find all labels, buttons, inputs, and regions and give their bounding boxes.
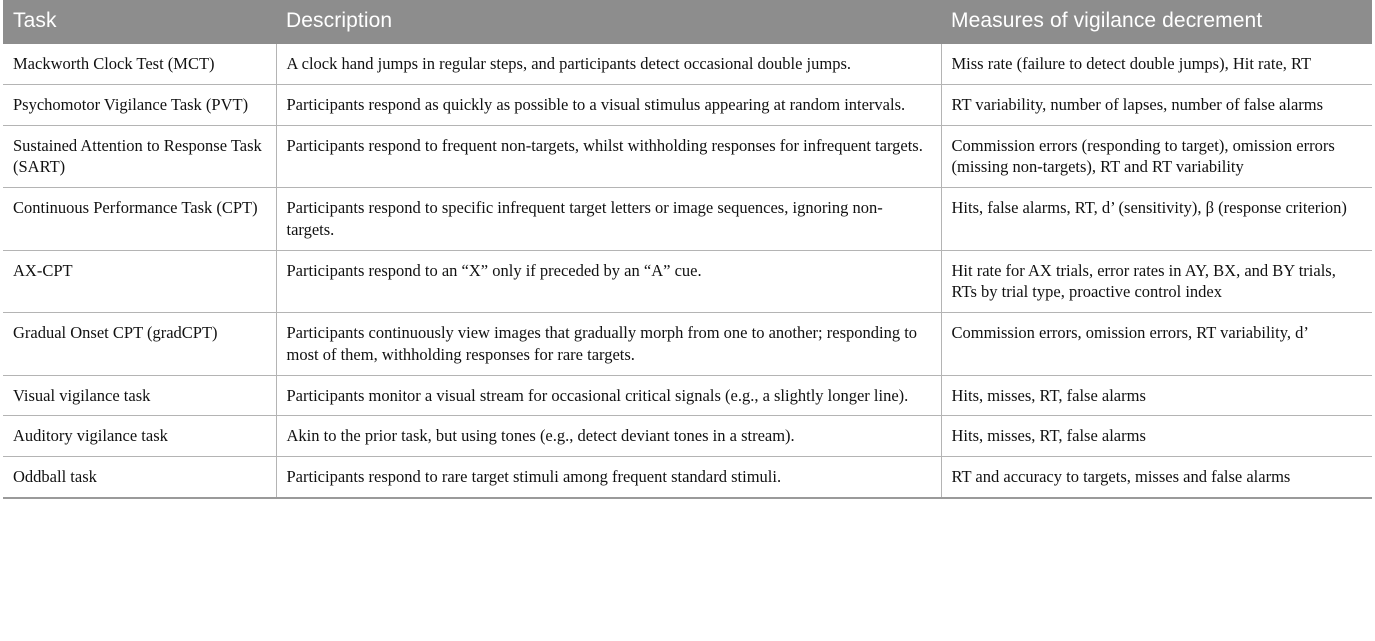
cell-task: Visual vigilance task (3, 375, 277, 417)
table-row: Continuous Performance Task (CPT) Partic… (3, 187, 1372, 251)
cell-task: Mackworth Clock Test (MCT) (3, 44, 277, 85)
cell-measures: RT and accuracy to targets, misses and f… (951, 467, 1291, 487)
cell-task: Psychomotor Vigilance Task (PVT) (3, 84, 277, 126)
table-row: Oddball task Participants respond to rar… (3, 456, 1372, 497)
cell-task: Gradual Onset CPT (gradCPT) (3, 312, 277, 376)
cell-measures: Hits, misses, RT, false alarms (941, 375, 1372, 417)
cell-measures: Hits, false alarms, RT, d’ (sensitivity)… (941, 187, 1372, 251)
cell-task: AX-CPT (3, 250, 277, 314)
table-row: Visual vigilance task Participants monit… (3, 375, 1372, 417)
table-row: AX-CPT Participants respond to an “X” on… (3, 250, 1372, 314)
vigilance-tasks-table-container: Task Description Measures of vigilance d… (3, 0, 1372, 499)
cell-description: Participants respond to frequent non-tar… (276, 125, 942, 189)
cell-description: Participants continuously view images th… (276, 312, 942, 376)
cell-description: A clock hand jumps in regular steps, and… (276, 44, 942, 85)
cell-measures: Commission errors, omission errors, RT v… (941, 312, 1372, 376)
cell-description: Akin to the prior task, but using tones … (276, 415, 942, 458)
cell-measures: Commission errors (responding to target)… (941, 125, 1372, 189)
cell-description: Participants monitor a visual stream for… (276, 375, 942, 417)
cell-description: Participants respond to an “X” only if p… (276, 250, 942, 314)
cell-measures: Hits, misses, RT, false alarms (941, 415, 1372, 458)
column-header-measures: Measures of vigilance decrement (941, 0, 1372, 44)
table-body: Mackworth Clock Test (MCT) A clock hand … (3, 44, 1372, 497)
cell-description: Participants respond to rare target stim… (276, 456, 942, 497)
cell-description: Participants respond as quickly as possi… (276, 84, 942, 126)
column-header-task: Task (3, 0, 276, 44)
cell-task: Sustained Attention to Response Task (SA… (3, 125, 277, 189)
vigilance-tasks-table: Task Description Measures of vigilance d… (3, 0, 1372, 497)
cell-description: Participants respond to specific infrequ… (276, 187, 942, 251)
table-header: Task Description Measures of vigilance d… (3, 0, 1372, 44)
table-row: Gradual Onset CPT (gradCPT) Participants… (3, 312, 1372, 376)
table-row: Psychomotor Vigilance Task (PVT) Partici… (3, 84, 1372, 126)
column-header-description: Description (276, 0, 941, 44)
table-bottom-rule (3, 496, 1372, 499)
cell-task: Continuous Performance Task (CPT) (3, 187, 277, 251)
table-row: Auditory vigilance task Akin to the prio… (3, 415, 1372, 458)
cell-measures: RT variability, number of lapses, number… (941, 84, 1372, 126)
cell-measures: Miss rate (failure to detect double jump… (941, 44, 1372, 85)
cell-task: Oddball task (3, 456, 277, 497)
table-header-row: Task Description Measures of vigilance d… (3, 0, 1372, 44)
cell-task: Auditory vigilance task (3, 415, 277, 458)
table-row: Sustained Attention to Response Task (SA… (3, 125, 1372, 189)
table-row: Mackworth Clock Test (MCT) A clock hand … (3, 44, 1372, 85)
cell-measures: Hit rate for AX trials, error rates in A… (941, 250, 1372, 314)
